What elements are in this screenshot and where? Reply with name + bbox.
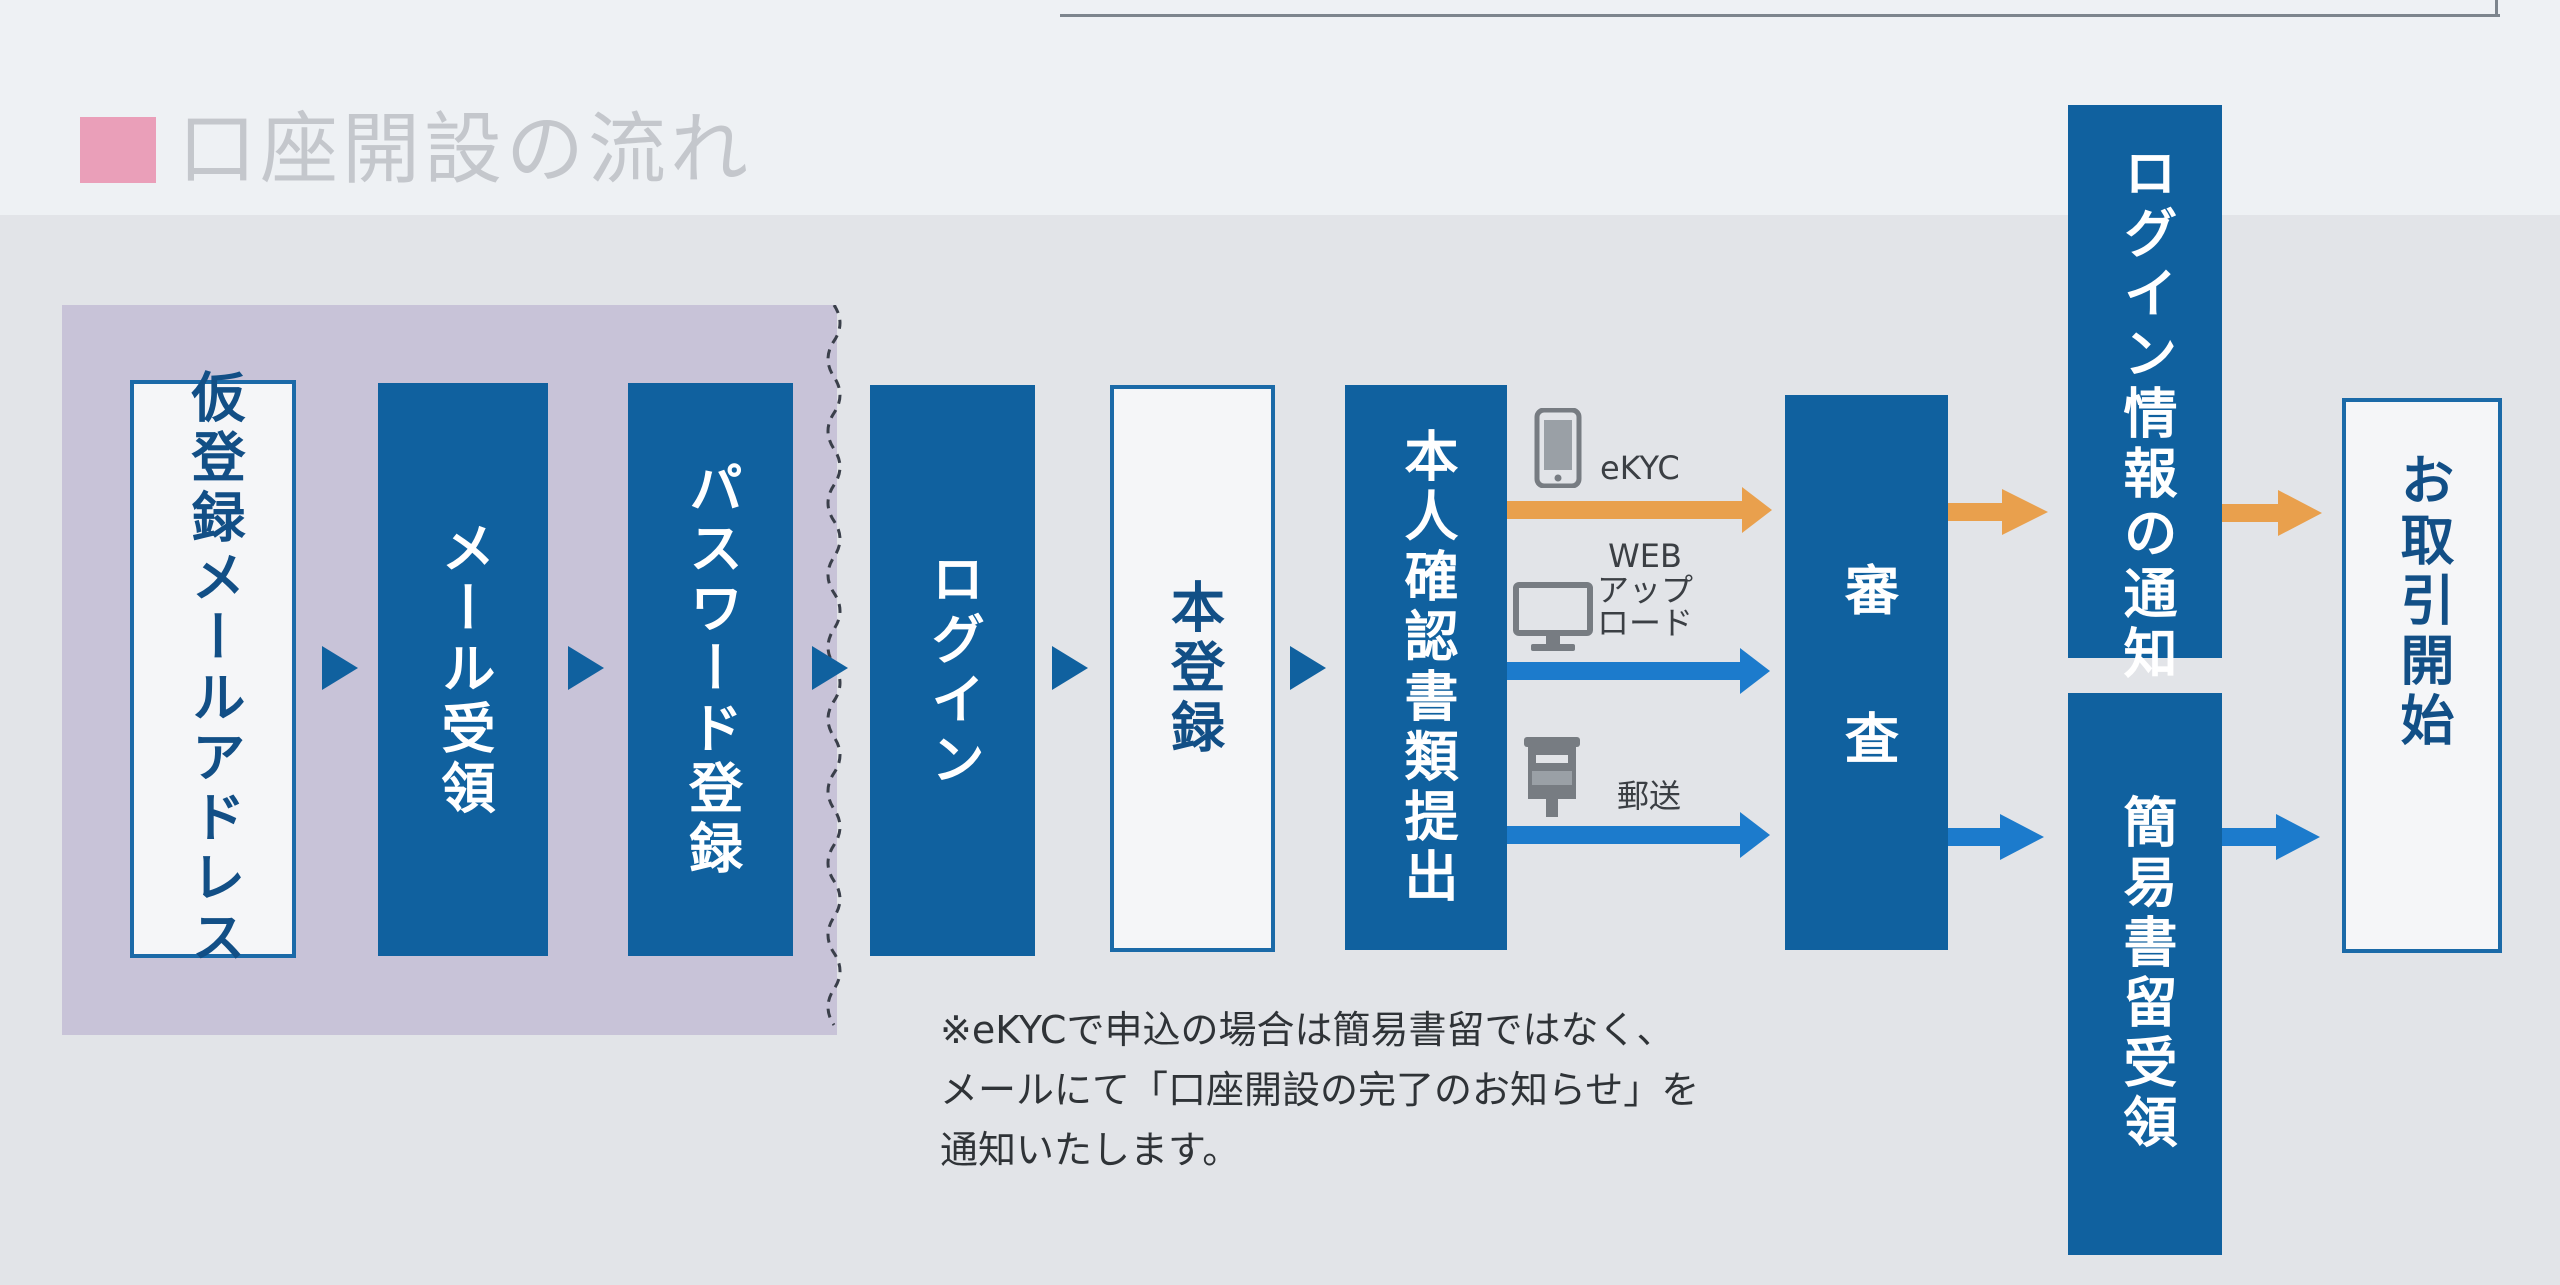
step-mail-receive: メール受領 <box>378 383 548 956</box>
arrow-ekyc-to-review <box>1507 487 1772 533</box>
step-password: パスワード登録 <box>628 383 793 956</box>
smartphone-icon <box>1534 408 1582 488</box>
route-label-web-line3: ロード <box>1597 604 1694 643</box>
route-label-ekyc: eKYC <box>1600 449 1680 487</box>
footnote-line-2: メールにて「口座開設の完了のお知らせ」を <box>940 1068 1700 1112</box>
route-label-web-line1: WEB <box>1608 537 1682 575</box>
mailbox-icon <box>1524 737 1580 817</box>
arrow-review-to-registered-mail <box>1948 814 2044 860</box>
footnote-line-1: ※eKYCで申込の場合は簡易書留ではなく、 <box>940 1008 1675 1052</box>
step-start-trading: お取引開始 <box>2342 398 2502 953</box>
step-review: 審 査 <box>1785 395 1948 950</box>
monitor-icon <box>1513 582 1593 651</box>
flow-arrow-1 <box>322 646 358 690</box>
arrow-post-to-review <box>1507 812 1770 858</box>
section-title: 口座開設の流れ <box>178 105 753 195</box>
step-start-trading-label: お取引開始 <box>2391 452 2454 752</box>
step-main-register-label: 本登録 <box>1161 578 1225 759</box>
top-rule <box>1060 0 2500 17</box>
title-marker <box>80 117 156 183</box>
arrow-login-info-to-start <box>2222 490 2322 536</box>
footnote-line-3: 通知いたします。 <box>940 1128 1241 1172</box>
arrow-review-to-login-info <box>1948 489 2048 535</box>
arrow-web-to-review <box>1507 648 1770 694</box>
step-login-info: ログイン情報の通知 <box>2068 105 2222 685</box>
flow-arrow-5 <box>1290 646 1326 690</box>
step-prereg-email-label: 仮登録メールアドレス <box>182 369 245 969</box>
ekyc-footnote: ※eKYCで申込の場合は簡易書留ではなく、 メールにて「口座開設の完了のお知らせ… <box>940 1000 1699 1180</box>
step-login-label: ログイン <box>921 550 985 791</box>
step-registered-mail: 簡易書留受領 <box>2068 693 2222 1255</box>
step-review-label: 審 査 <box>1835 561 1899 784</box>
step-mail-receive-label: メール受領 <box>432 519 495 820</box>
step-registered-mail-label: 簡易書留受領 <box>2114 794 2177 1154</box>
step-id-submit: 本人確認書類提出 <box>1345 385 1507 950</box>
flow-arrow-4 <box>1052 646 1088 690</box>
dashed-wavy-divider <box>826 305 842 1026</box>
top-rule-corner <box>2495 0 2498 14</box>
step-prereg-email: 仮登録メールアドレス <box>130 369 296 969</box>
step-login: ログイン <box>870 385 1035 956</box>
step-password-label: パスワード登録 <box>679 459 743 880</box>
route-label-web: WEB アップ ロード <box>1597 537 1694 643</box>
flow-arrow-2 <box>568 646 604 690</box>
arrow-registered-mail-to-start <box>2222 814 2320 860</box>
route-label-post: 郵送 <box>1617 777 1682 815</box>
route-label-web-line2: アップ <box>1597 570 1694 609</box>
step-main-register: 本登録 <box>1110 385 1275 952</box>
step-id-submit-label: 本人確認書類提出 <box>1395 427 1458 908</box>
flow-arrow-3 <box>812 646 848 690</box>
step-login-info-label: ログイン情報の通知 <box>2114 145 2177 685</box>
